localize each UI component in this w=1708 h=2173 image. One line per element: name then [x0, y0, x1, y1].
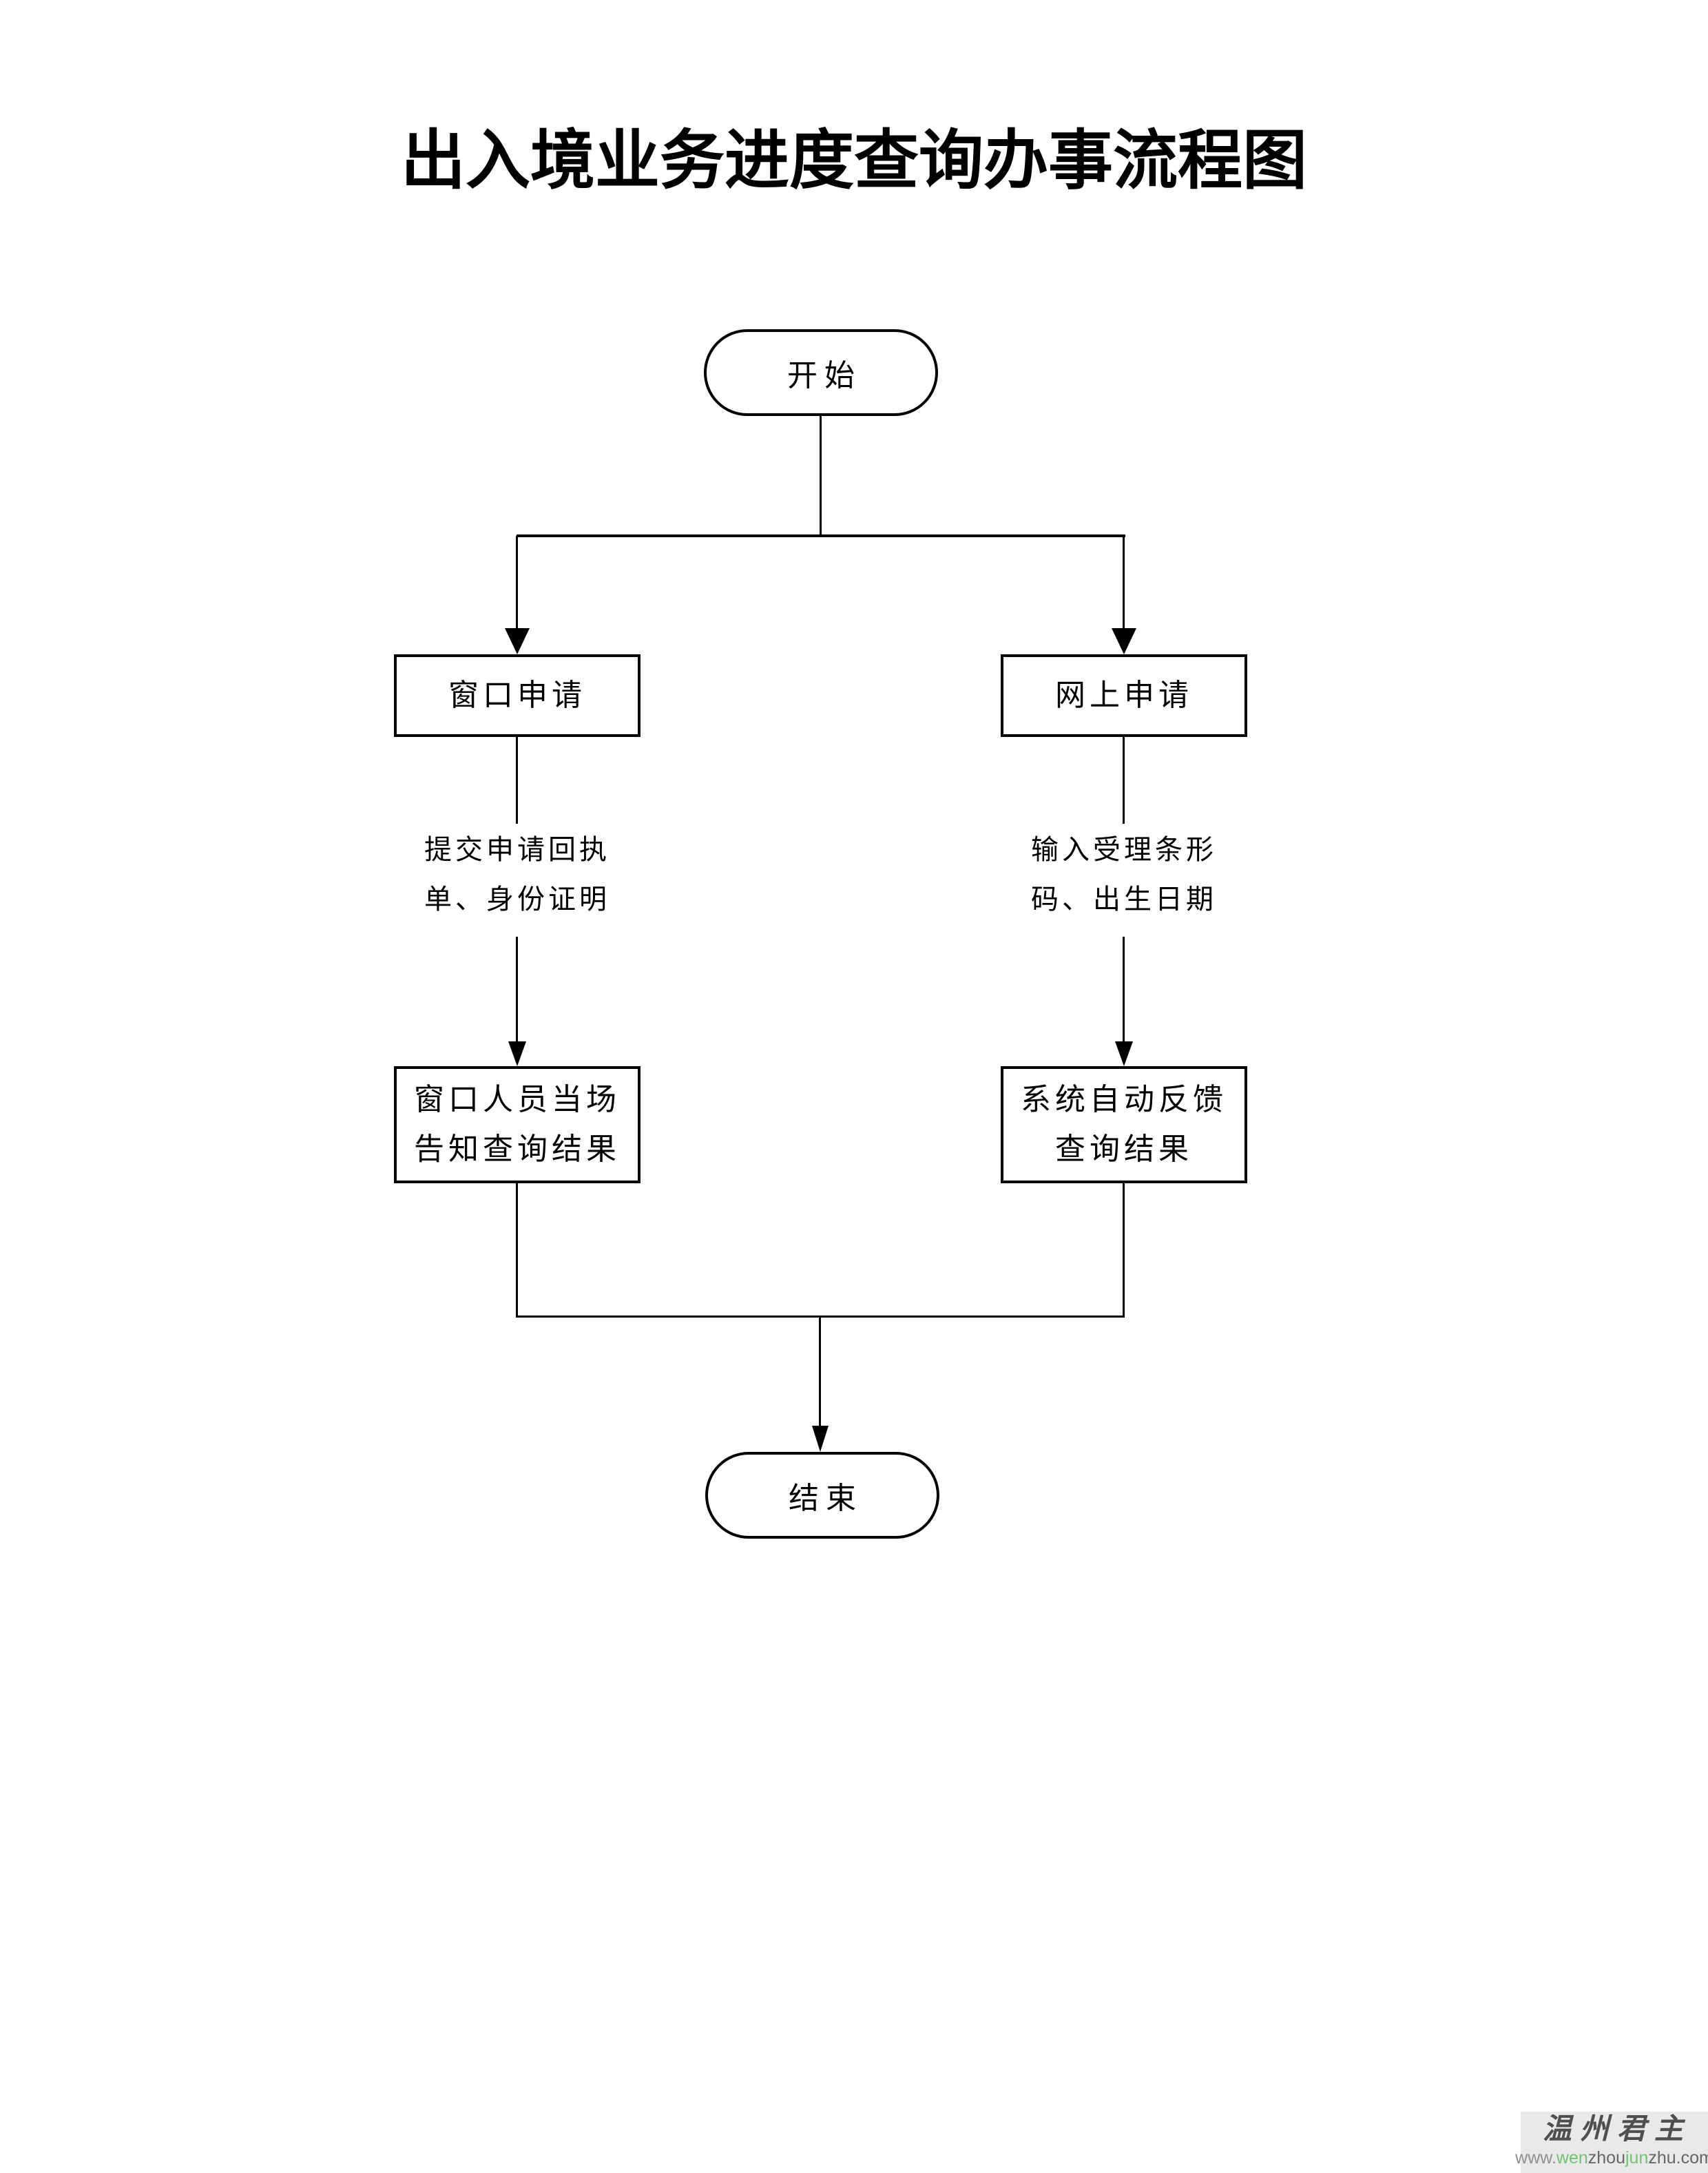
watermark: 温州君主 www.wenzhoujunzhu.com: [1515, 2112, 1708, 2173]
arrowhead-down-icon: [505, 628, 530, 654]
window-apply-label: 窗口申请: [448, 678, 586, 712]
connector-online-to-merge: [1123, 1183, 1125, 1317]
window-edge-label-line1: 提交申请回执: [424, 834, 610, 865]
online-edge-label-line2: 码、出生日期: [1031, 884, 1217, 915]
connector-online-upper: [1123, 737, 1125, 824]
system-result-line1: 系统自动反馈: [1021, 1083, 1227, 1116]
connector-merge-to-end: [819, 1316, 821, 1426]
connector-start-to-split: [820, 415, 822, 536]
connector-split-to-online: [1123, 536, 1125, 628]
online-apply-node: 网上申请: [1001, 654, 1247, 737]
window-edge-label: 提交申请回执 单、身份证明: [379, 825, 655, 924]
start-node: 开始: [704, 329, 938, 416]
arrowhead-down-icon: [1115, 1041, 1133, 1066]
online-edge-label-line1: 输入受理条形: [1031, 834, 1217, 865]
arrowhead-down-icon: [812, 1426, 829, 1452]
online-edge-label: 输入受理条形 码、出生日期: [986, 825, 1262, 924]
window-apply-node: 窗口申请: [394, 654, 640, 737]
watermark-url-www: www.: [1515, 2148, 1556, 2167]
connector-window-lower: [516, 937, 518, 1041]
end-node: 结束: [705, 1452, 939, 1539]
watermark-url-com: .com: [1676, 2148, 1708, 2167]
online-apply-label: 网上申请: [1055, 678, 1193, 712]
connector-online-lower: [1123, 937, 1125, 1041]
connector-window-upper: [516, 737, 518, 824]
window-edge-label-line2: 单、身份证明: [424, 884, 610, 915]
connector-split-to-window: [516, 536, 518, 628]
system-result-line2: 查询结果: [1055, 1132, 1193, 1166]
watermark-url: www.wenzhoujunzhu.com: [1515, 2148, 1708, 2168]
window-result-node: 窗口人员当场 告知查询结果: [394, 1066, 640, 1183]
watermark-url-zhu: zhu: [1648, 2148, 1676, 2167]
watermark-brand: 温州君主: [1542, 2114, 1691, 2145]
window-result-line2: 告知查询结果: [414, 1132, 621, 1166]
split-line: [517, 534, 1125, 537]
arrowhead-down-icon: [508, 1041, 526, 1066]
arrowhead-down-icon: [1112, 628, 1136, 654]
start-node-label: 开始: [787, 359, 862, 393]
system-result-node: 系统自动反馈 查询结果: [1001, 1066, 1247, 1183]
end-node-label: 结束: [789, 1481, 863, 1515]
page-title: 出入境业务进度查询办事流程图: [400, 125, 1307, 197]
watermark-url-jun: jun: [1625, 2148, 1649, 2167]
watermark-url-wen: wen: [1556, 2148, 1588, 2167]
window-result-line1: 窗口人员当场: [414, 1083, 621, 1116]
connector-window-to-merge: [516, 1183, 518, 1317]
watermark-url-zhou: zhou: [1587, 2148, 1625, 2167]
